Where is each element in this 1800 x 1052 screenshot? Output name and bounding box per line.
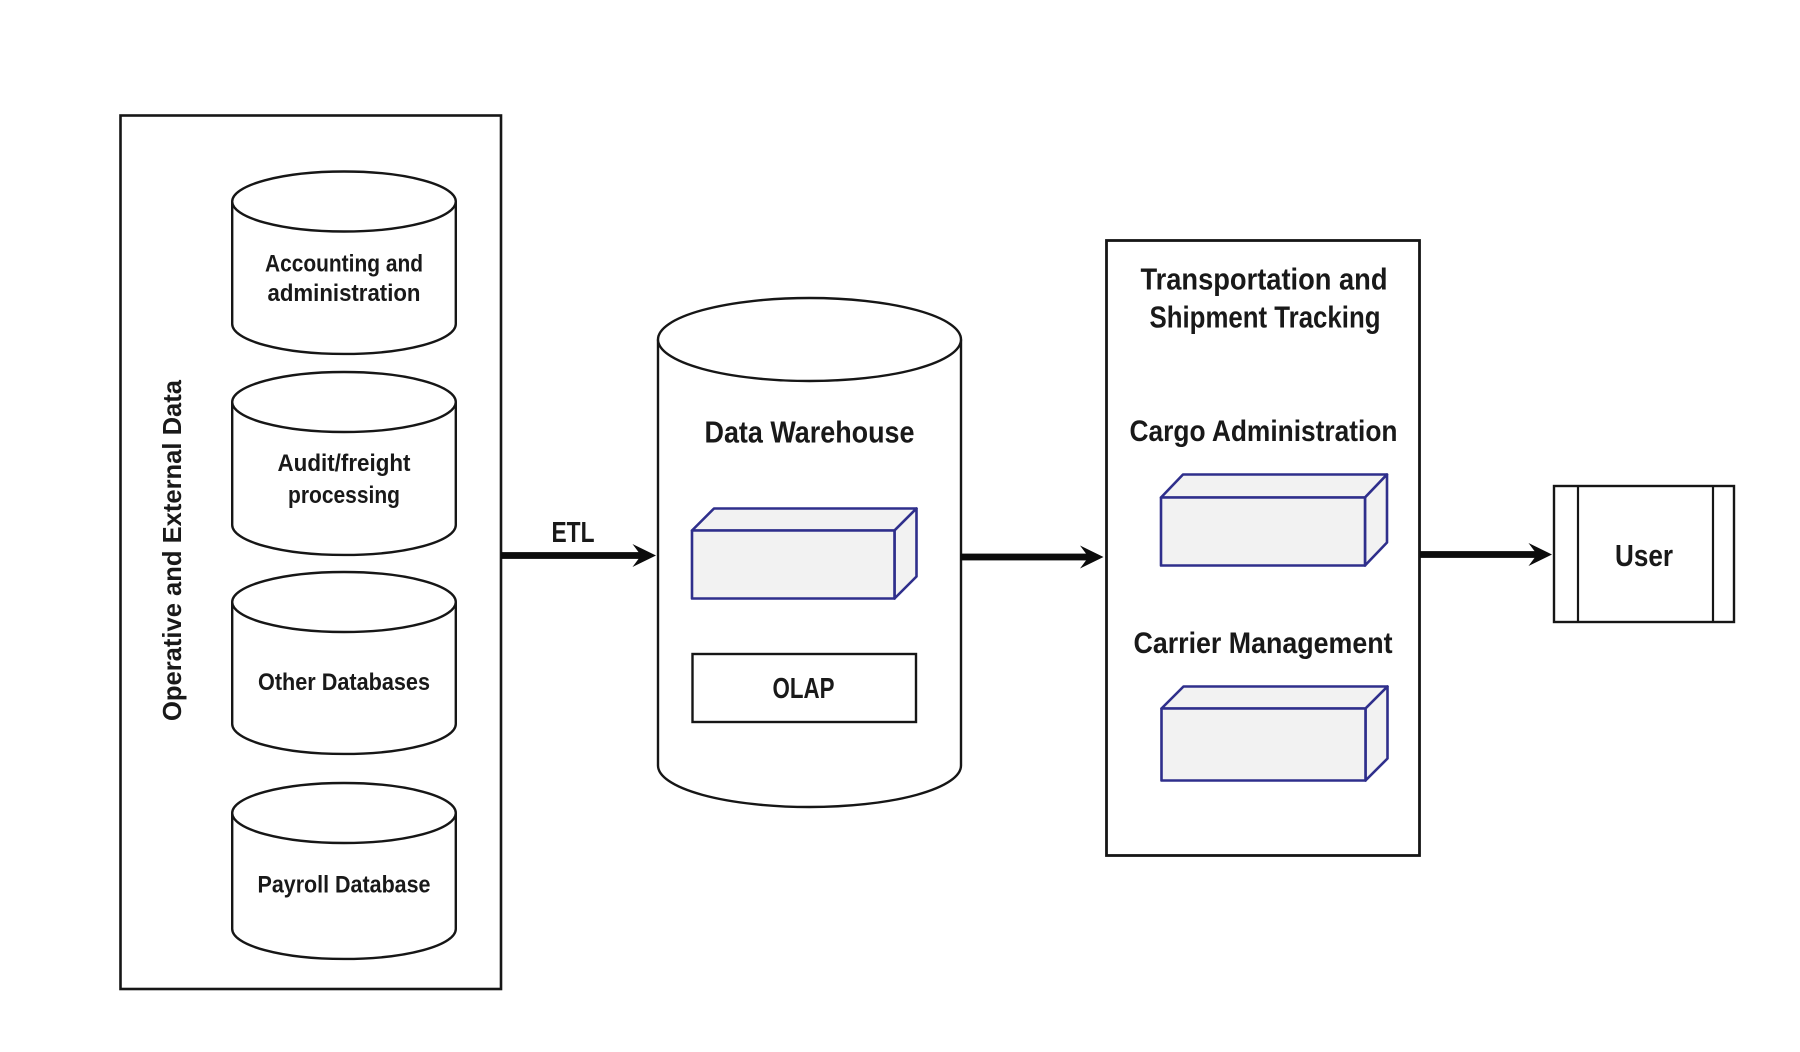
svg-text:Shipment Tracking: Shipment Tracking — [1150, 300, 1381, 335]
svg-text:Payroll Database: Payroll Database — [258, 871, 431, 898]
svg-text:administration: administration — [268, 280, 421, 307]
svg-text:Audit/freight: Audit/freight — [278, 450, 411, 477]
svg-text:Carrier Management: Carrier Management — [1134, 627, 1393, 660]
svg-text:OLAP: OLAP — [773, 673, 835, 705]
svg-text:Cargo Administration: Cargo Administration — [1130, 415, 1398, 448]
svg-text:Accounting and: Accounting and — [265, 250, 423, 277]
svg-text:Transportation and: Transportation and — [1141, 262, 1388, 297]
svg-text:User: User — [1615, 538, 1673, 573]
svg-text:Data Warehouse: Data Warehouse — [705, 414, 915, 449]
svg-text:processing: processing — [288, 482, 400, 509]
svg-text:ETL: ETL — [552, 517, 595, 549]
svg-text:Operative and External Data: Operative and External Data — [157, 379, 187, 721]
svg-text:Other Databases: Other Databases — [258, 669, 430, 696]
